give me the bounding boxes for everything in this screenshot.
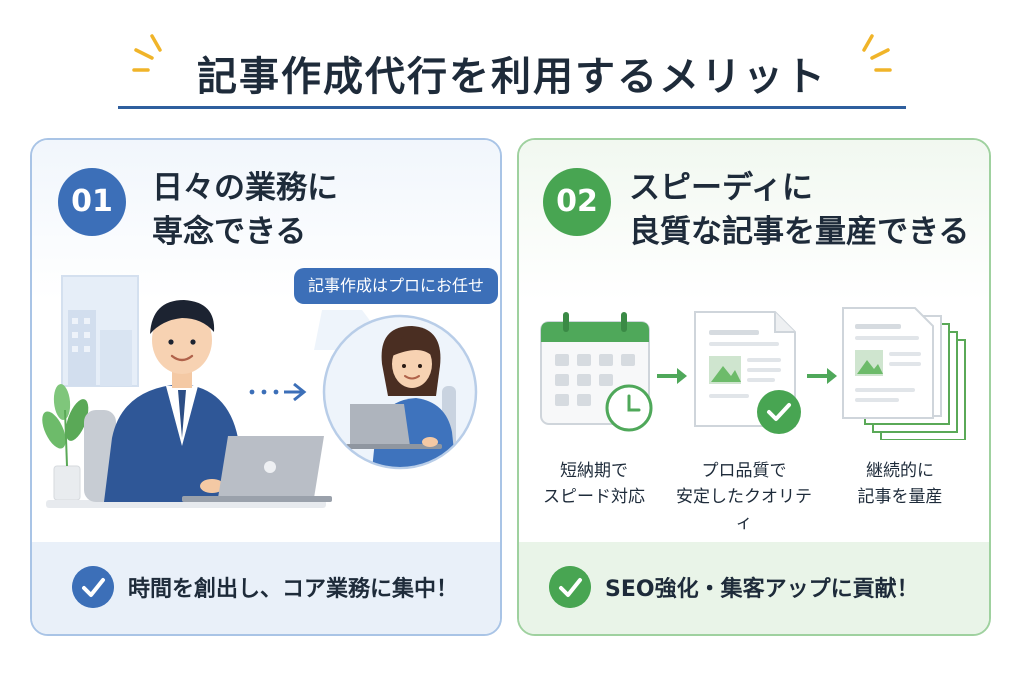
card-title-line1: 日々の業務に — [152, 170, 338, 206]
footer-text: 時間を創出し、コア業務に集中！ — [128, 577, 459, 602]
dotted-arrow-icon — [249, 382, 307, 402]
check-icon — [549, 566, 591, 608]
speech-bubble: 記事作成はプロにお任せ — [294, 268, 499, 304]
document-check-icon — [694, 311, 801, 434]
header: 記事作成代行を利用するメリット — [0, 0, 1024, 120]
merit-card-2: 02 スピーディに 良質な記事を量産できる — [517, 138, 991, 636]
laptop-icon — [182, 436, 332, 502]
step-label-2: プロ品質で 安定したクオリティ — [676, 461, 812, 533]
card-title: スピーディに 良質な記事を量産できる — [629, 166, 969, 254]
document-stack-icon — [842, 307, 966, 440]
card-title-line2: 良質な記事を量産できる — [629, 214, 970, 250]
check-icon — [72, 566, 114, 608]
businessman-figure — [104, 300, 246, 502]
arrow-right-icon — [807, 368, 837, 384]
office-illustration — [42, 275, 478, 508]
card-title: 日々の業務に 専念できる — [152, 166, 338, 254]
writer-circle — [322, 314, 478, 470]
workflow-illustration — [540, 307, 966, 440]
card-footer: 時間を創出し、コア業務に集中！ — [32, 542, 500, 634]
window-icon — [61, 275, 139, 387]
spark-right-icon — [862, 34, 892, 72]
card-title-line1: スピーディに — [629, 170, 813, 206]
number-badge: 01 — [58, 168, 126, 236]
step-label-3: 継続的に 記事を量産 — [857, 461, 943, 507]
spark-left-icon — [132, 34, 162, 72]
merit-card-1: 01 日々の業務に 専念できる — [30, 138, 502, 636]
number-badge: 02 — [543, 168, 611, 236]
arrow-right-icon — [657, 368, 687, 384]
calendar-clock-icon — [540, 312, 653, 432]
page-title: 記事作成代行を利用するメリット — [197, 54, 827, 100]
step-label-1: 短納期で スピード対応 — [543, 461, 645, 507]
plant-icon — [42, 384, 89, 501]
footer-text: SEO強化・集客アップに貢献！ — [605, 577, 919, 602]
card-footer: SEO強化・集客アップに貢献！ — [519, 542, 989, 634]
card-title-line2: 専念できる — [152, 214, 307, 250]
title-underline — [118, 106, 906, 109]
